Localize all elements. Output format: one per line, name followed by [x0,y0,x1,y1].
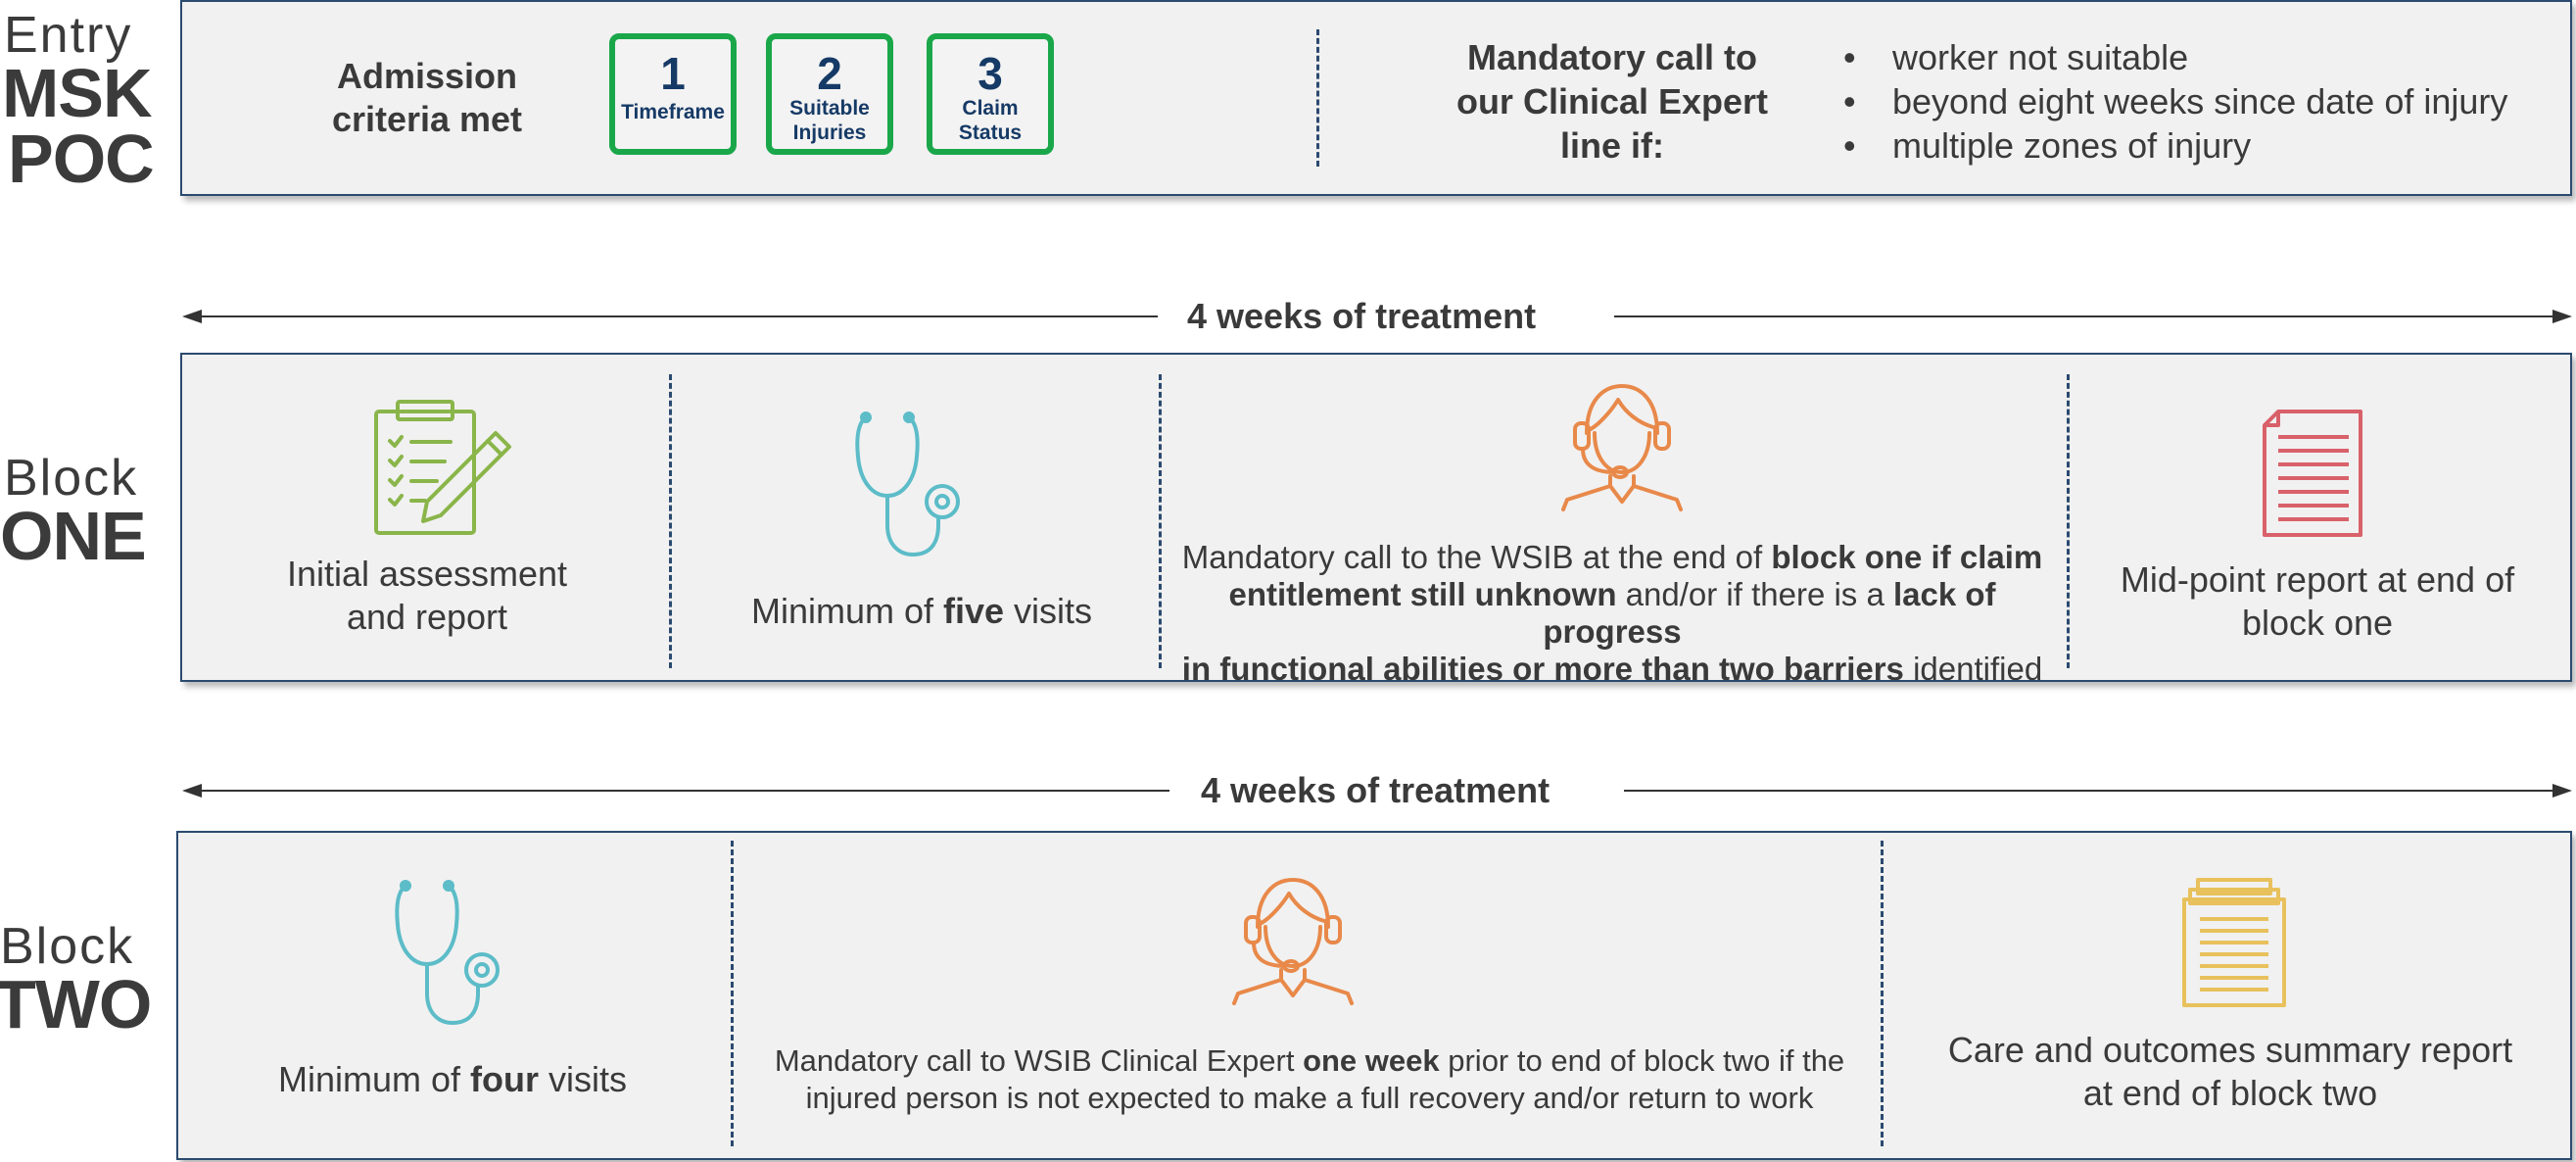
arrow-right-icon [2552,784,2572,798]
criteria-box-timeframe: 1 Timeframe [609,33,737,155]
entry-side-label: Entry MSK POC [0,7,176,197]
block-one-call-text: Mandatory call to the WSIB at the end of… [1181,539,2043,687]
entry-panel: Admission criteria met 1 Timeframe 2 Sui… [180,0,2572,196]
block-one-divider-1 [669,374,672,668]
block-one-divider-2 [1159,374,1162,668]
block-two-side-label: Block TWO [0,918,176,1042]
msk-label: MSK [2,55,153,131]
clinical-expert-call-label: Mandatory call to our Clinical Expert li… [1455,37,1769,166]
entry-label: Entry [4,7,133,64]
poc-label: POC [8,120,155,197]
block-two-duration: 4 weeks of treatment [1201,770,1550,810]
list-item: multiple zones of injury [1843,123,2507,168]
block-two-duration-arrow: 4 weeks of treatment [182,770,2572,810]
exclusion-list: worker not suitable beyond eight weeks s… [1843,35,2507,168]
stethoscope-icon [855,412,960,557]
criteria-box-suitable-injuries: 2 Suitable Injuries [766,33,893,155]
arrow-left-icon [182,784,202,798]
block-label: Block [0,918,135,975]
criteria-box-claim-status: 3 Claim Status [927,33,1054,155]
block-two-divider-2 [1881,841,1884,1146]
block-label: Block [4,450,139,507]
block-one-divider-3 [2067,374,2070,668]
headset-agent-icon [1232,878,1354,1005]
arrow-line-left [194,315,1158,317]
block-two-divider-1 [731,841,734,1146]
block-one-visits-text: Minimum of five visits [750,591,1093,631]
block-two-visits-text: Minimum of four visits [277,1059,627,1099]
block-one-panel: Initial assessment and report Minimum of… [180,353,2572,687]
arrow-line-right [1614,315,2560,317]
summary-report-text: Care and outcomes summary report at end … [1947,1030,2513,1113]
block-one-duration-arrow: 4 weeks of treatment [182,296,2572,336]
one-label: ONE [0,498,147,574]
initial-assessment-text: Initial assessment and report [286,554,568,637]
two-label: TWO [0,966,152,1042]
document-icon [2263,410,2362,537]
admission-criteria-label: Admission criteria met [331,56,523,139]
mid-point-report-text: Mid-point report at end of block one [2120,559,2515,643]
clipboard-pencil-icon [374,400,511,535]
block-one-duration: 4 weeks of treatment [1187,296,1537,336]
stethoscope-icon [395,880,500,1026]
arrow-left-icon [182,310,202,323]
list-item: beyond eight weeks since date of injury [1843,79,2507,123]
block-two-call-text: Mandatory call to WSIB Clinical Expert o… [774,1043,1845,1115]
block-two-panel: Minimum of four visits Mandatory call to… [176,831,2572,1160]
arrow-line-left [194,790,1169,792]
list-item: worker not suitable [1843,35,2507,79]
headset-agent-icon [1561,384,1683,511]
arrow-line-right [1624,790,2560,792]
block-one-side-label: Block ONE [0,450,176,574]
entry-divider [1316,29,1319,167]
arrow-right-icon [2552,310,2572,323]
stacked-documents-icon [2182,878,2286,1007]
